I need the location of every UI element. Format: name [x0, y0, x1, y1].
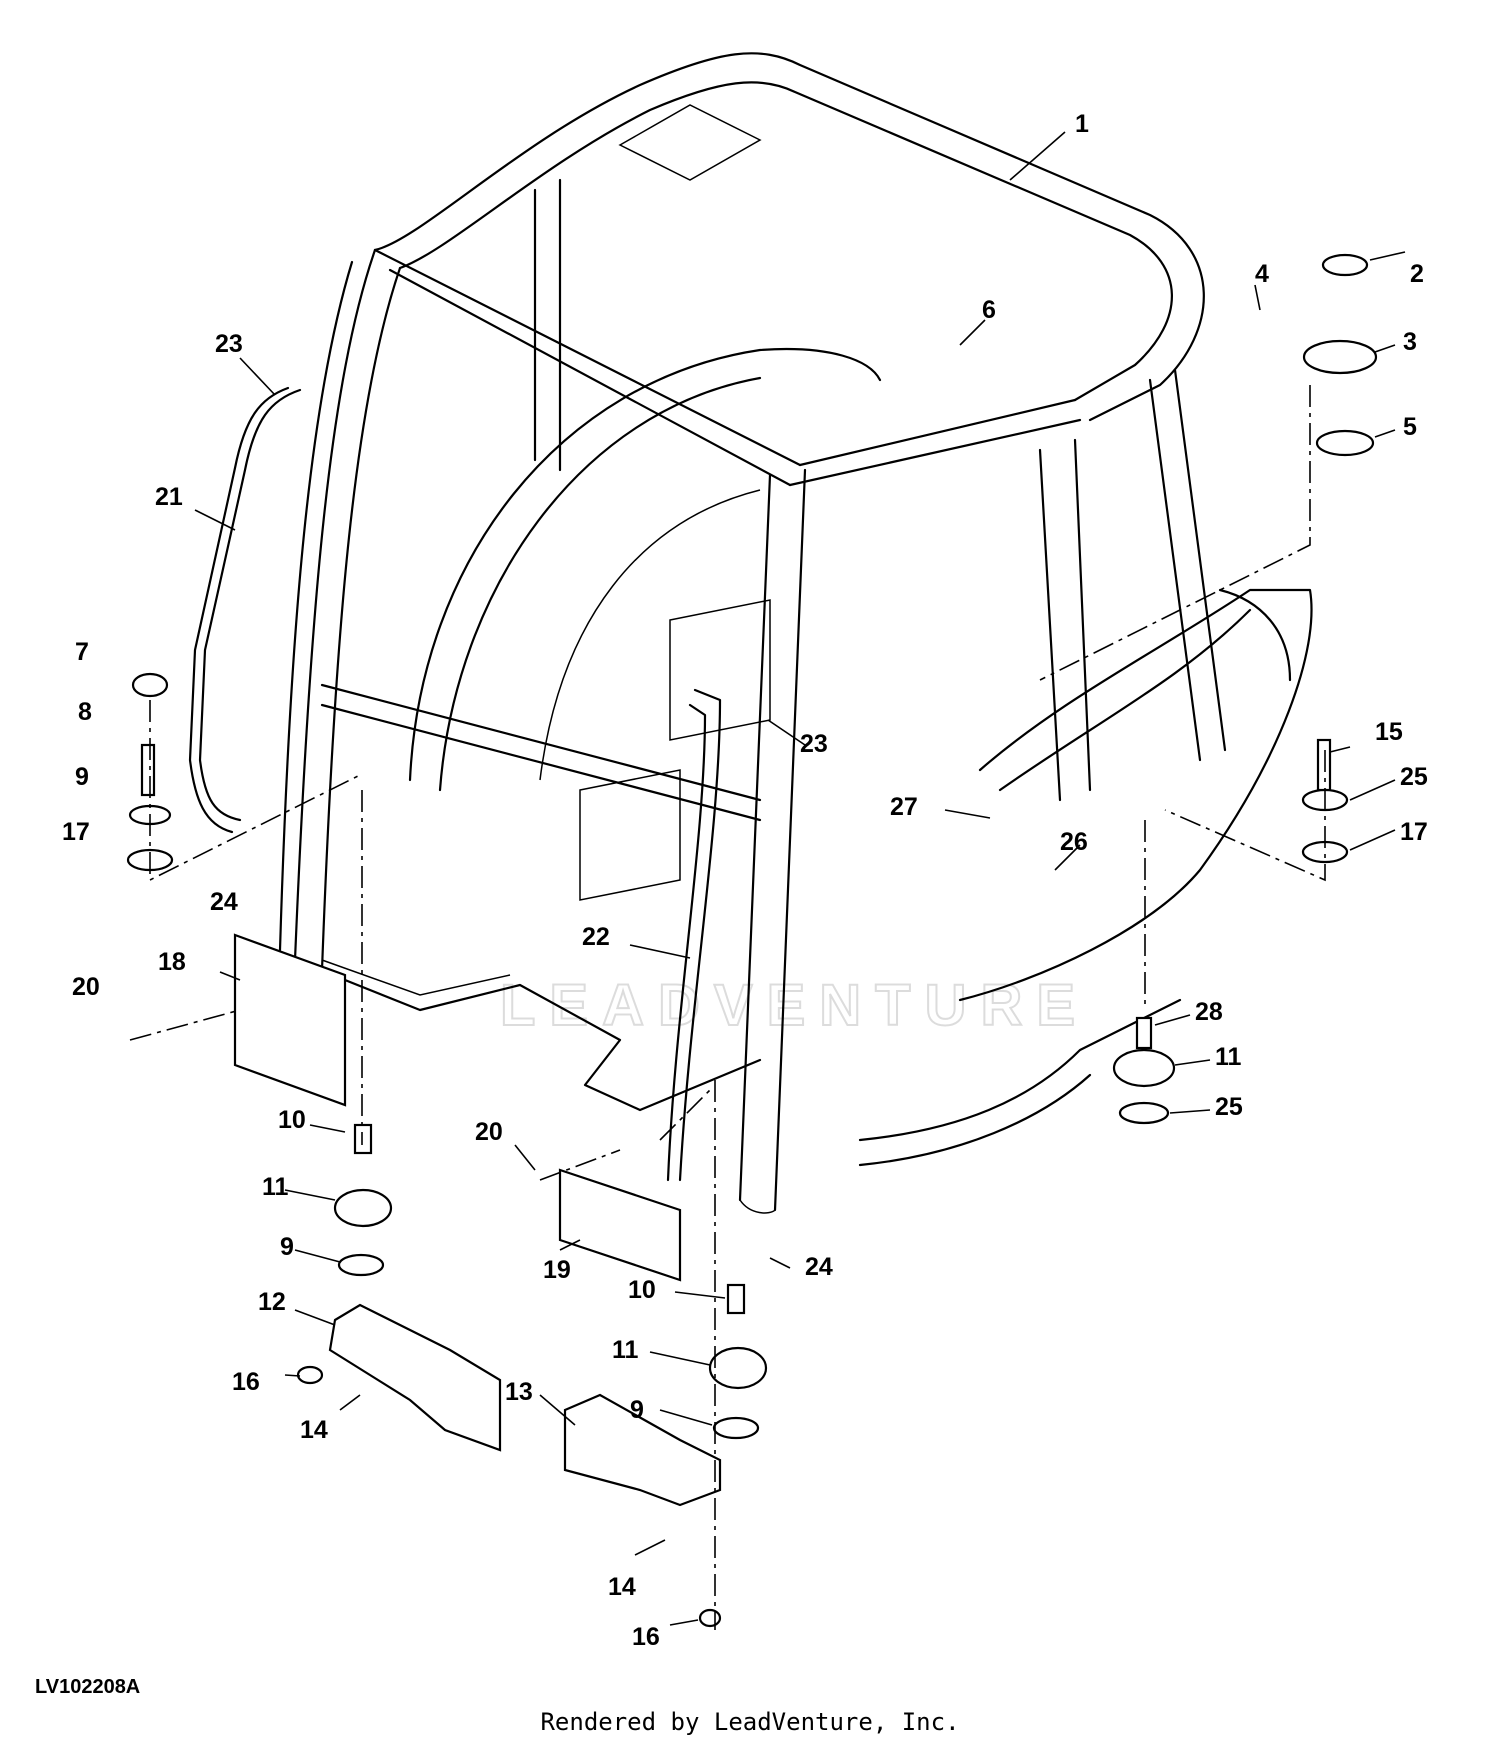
- callout-17a: 17: [62, 818, 90, 846]
- cab-frame: [278, 52, 1313, 1214]
- watermark: LEADVENTURE: [500, 973, 1089, 1038]
- part-mount-left: [296, 1123, 502, 1452]
- callout-20b: 20: [475, 1118, 503, 1146]
- callout-3: 3: [1403, 328, 1417, 356]
- callout-17b: 17: [1400, 818, 1428, 846]
- callouts: 1 2 3 4 5 6 7 8 9 17 24 23 21 23 15 25 1…: [62, 110, 1428, 1651]
- callout-9a: 9: [75, 763, 89, 791]
- callout-14b: 14: [608, 1573, 636, 1601]
- callout-16a: 16: [232, 1368, 260, 1396]
- part-bolt-stack-right: [1112, 738, 1349, 1125]
- callout-9b: 9: [280, 1233, 294, 1261]
- callout-13: 13: [505, 1378, 533, 1406]
- callout-27: 27: [890, 793, 918, 821]
- callout-11c: 11: [612, 1336, 639, 1364]
- callout-9c: 9: [630, 1396, 644, 1424]
- part-mount-center: [563, 1283, 768, 1628]
- callout-6: 6: [982, 296, 996, 324]
- callout-7: 7: [75, 638, 89, 666]
- callout-23b: 23: [800, 730, 828, 758]
- callout-21: 21: [155, 483, 183, 511]
- callout-15: 15: [1375, 718, 1403, 746]
- assembly-centerlines: [129, 385, 1326, 1630]
- part-plate-18: [233, 933, 347, 1107]
- part-handrail-center: [666, 688, 722, 1182]
- callout-2: 2: [1410, 260, 1424, 288]
- callout-8: 8: [78, 698, 92, 726]
- callout-10b: 10: [628, 1276, 656, 1304]
- callout-16b: 16: [632, 1623, 660, 1651]
- part-handrail-left: [188, 386, 302, 834]
- callout-26: 26: [1060, 828, 1088, 856]
- callout-12: 12: [258, 1288, 286, 1316]
- callout-4: 4: [1255, 260, 1269, 288]
- callout-18: 18: [158, 948, 186, 976]
- callout-10a: 10: [278, 1106, 306, 1134]
- render-credit: Rendered by LeadVenture, Inc.: [540, 1708, 960, 1736]
- callout-24a: 24: [210, 888, 238, 916]
- part-plate-19: [558, 1168, 682, 1282]
- leader-lines: [194, 131, 1406, 1626]
- callout-24b: 24: [805, 1253, 833, 1281]
- part-isolator-stack-right-top: [1302, 253, 1378, 457]
- callout-19: 19: [543, 1256, 571, 1284]
- callout-5: 5: [1403, 413, 1417, 441]
- callout-11a: 11: [1215, 1043, 1242, 1071]
- callout-20a: 20: [72, 973, 100, 1001]
- callout-25a: 25: [1400, 763, 1428, 791]
- callout-1: 1: [1075, 110, 1089, 138]
- callout-11b: 11: [262, 1173, 289, 1201]
- callout-23a: 23: [215, 330, 243, 358]
- callout-28: 28: [1195, 998, 1223, 1026]
- callout-22: 22: [582, 923, 610, 951]
- callout-14a: 14: [300, 1416, 328, 1444]
- figure-id: LV102208A: [35, 1676, 141, 1698]
- callout-25b: 25: [1215, 1093, 1243, 1121]
